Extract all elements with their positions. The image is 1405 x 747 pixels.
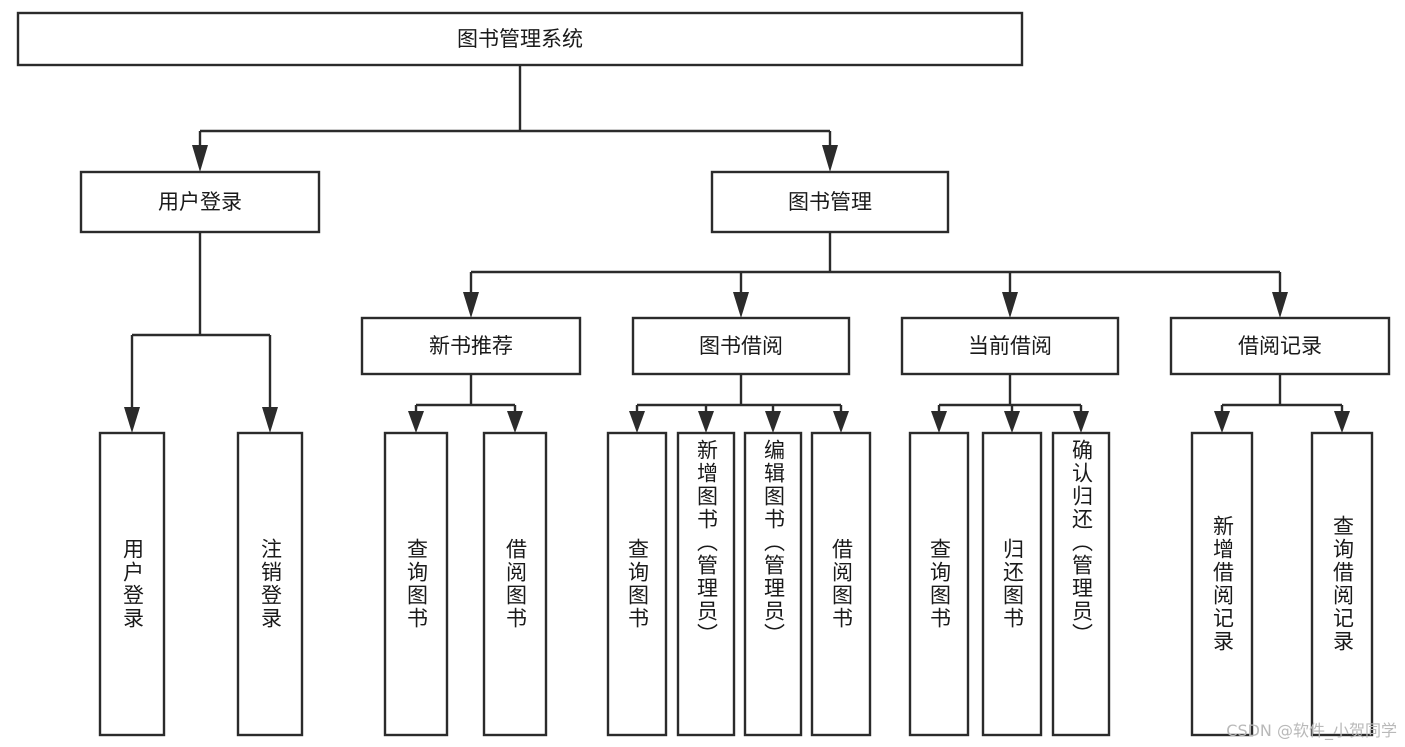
arrow-head-leaf-rec-query xyxy=(408,411,424,433)
leaf-bb-borrow[interactable]: 借阅图书 xyxy=(810,431,872,737)
arrow-head-leaf-rec-borrow xyxy=(507,411,523,433)
leaf-rec-borrow[interactable]: 借阅图书 xyxy=(482,431,548,737)
leaf-cb-query-box[interactable] xyxy=(908,431,970,737)
leaf-br-add[interactable]: 新增借阅记录 xyxy=(1190,431,1254,737)
leaf-rec-borrow-text-wrap: 借阅图书 xyxy=(503,538,528,630)
leaf-user-login[interactable]: 用户登录 xyxy=(98,431,166,737)
node-borrow-record[interactable]: 借阅记录 xyxy=(1169,316,1391,376)
arrow-head-leaf-bb-edit xyxy=(765,411,781,433)
node-current-borrow[interactable]: 当前借阅 xyxy=(900,316,1120,376)
node-book-borrow[interactable]: 图书借阅 xyxy=(631,316,851,376)
leaf-logout-box[interactable] xyxy=(236,431,304,737)
node-book-borrow-box[interactable] xyxy=(631,316,851,376)
leaf-rec-borrow-box[interactable] xyxy=(482,431,548,737)
leaf-bb-query-text-wrap: 查询图书 xyxy=(625,538,650,630)
leaf-bb-borrow-text-wrap: 借阅图书 xyxy=(829,538,854,630)
arrow-head-leaf-bb-query xyxy=(629,411,645,433)
leaf-bb-add-label: 新增图书（管理员） xyxy=(694,439,719,646)
leaf-br-add-box[interactable] xyxy=(1190,431,1254,737)
arrow-head-leaf-bb-add xyxy=(698,411,714,433)
leaf-bb-query[interactable]: 查询图书 xyxy=(606,431,668,737)
node-root-label: 图书管理系统 xyxy=(457,27,583,51)
node-user-login-box[interactable] xyxy=(79,170,321,234)
arrow-head-leaf-cb-return xyxy=(1004,411,1020,433)
leaf-br-query-label: 查询借阅记录 xyxy=(1330,515,1355,653)
arrow-head-new-book-rec xyxy=(463,292,479,318)
leaf-br-query-text-wrap: 查询借阅记录 xyxy=(1330,515,1355,653)
node-book-manage-box[interactable] xyxy=(710,170,950,234)
leaf-br-query-box[interactable] xyxy=(1310,431,1374,737)
leaf-bb-borrow-label: 借阅图书 xyxy=(829,538,854,630)
leaf-bb-edit-box[interactable] xyxy=(743,431,803,737)
arrow-head-user-login xyxy=(192,145,208,172)
node-user-login-label: 用户登录 xyxy=(158,190,242,214)
node-user-login[interactable]: 用户登录 xyxy=(79,170,321,234)
leaf-rec-query-text-wrap: 查询图书 xyxy=(404,538,429,630)
leaf-bb-add[interactable]: 新增图书（管理员） xyxy=(676,431,736,737)
leaf-cb-confirm[interactable]: 确认归还（管理员） xyxy=(1051,431,1111,737)
leaf-bb-edit-label: 编辑图书（管理员） xyxy=(761,439,786,646)
node-current-borrow-box[interactable] xyxy=(900,316,1120,376)
leaf-rec-borrow-label: 借阅图书 xyxy=(503,538,528,630)
leaf-cb-query-label: 查询图书 xyxy=(927,538,952,630)
leaf-bb-borrow-box[interactable] xyxy=(810,431,872,737)
leaf-br-add-label: 新增借阅记录 xyxy=(1210,515,1235,653)
leaf-user-login-text-wrap: 用户登录 xyxy=(120,538,145,630)
leaf-br-query[interactable]: 查询借阅记录 xyxy=(1310,431,1374,737)
node-new-book-rec[interactable]: 新书推荐 xyxy=(360,316,582,376)
arrow-head-leaf-bb-borrow xyxy=(833,411,849,433)
arrow-head-leaf-user-login xyxy=(124,407,140,433)
leaf-bb-query-label: 查询图书 xyxy=(625,538,650,630)
leaf-bb-edit[interactable]: 编辑图书（管理员） xyxy=(743,431,803,737)
leaf-cb-query-text-wrap: 查询图书 xyxy=(927,538,952,630)
leaf-logout[interactable]: 注销登录 xyxy=(236,431,304,737)
node-current-borrow-label: 当前借阅 xyxy=(968,334,1052,358)
node-book-manage[interactable]: 图书管理 xyxy=(710,170,950,234)
leaf-bb-query-box[interactable] xyxy=(606,431,668,737)
leaf-user-login-box[interactable] xyxy=(98,431,166,737)
node-borrow-record-box[interactable] xyxy=(1169,316,1391,376)
leaf-logout-label: 注销登录 xyxy=(258,538,283,630)
leaf-logout-text-wrap: 注销登录 xyxy=(258,538,283,630)
arrow-head-leaf-cb-confirm xyxy=(1073,411,1089,433)
leaf-bb-edit-text-wrap: 编辑图书（管理员） xyxy=(761,439,786,646)
leaf-cb-confirm-text-wrap: 确认归还（管理员） xyxy=(1069,439,1094,646)
leaf-rec-query[interactable]: 查询图书 xyxy=(383,431,449,737)
leaf-cb-return-box[interactable] xyxy=(981,431,1043,737)
connector-layer xyxy=(124,65,1350,433)
node-root-box[interactable] xyxy=(16,11,1024,67)
leaf-cb-return[interactable]: 归还图书 xyxy=(981,431,1043,737)
leaf-rec-query-box[interactable] xyxy=(383,431,449,737)
leaf-cb-return-text-wrap: 归还图书 xyxy=(1000,538,1025,630)
node-borrow-record-label: 借阅记录 xyxy=(1238,334,1322,358)
arrow-head-borrow-record xyxy=(1272,292,1288,318)
node-book-manage-label: 图书管理 xyxy=(788,190,872,214)
leaf-br-add-text-wrap: 新增借阅记录 xyxy=(1210,515,1235,653)
leaf-cb-query[interactable]: 查询图书 xyxy=(908,431,970,737)
arrow-head-book-manage xyxy=(822,145,838,172)
node-new-book-rec-box[interactable] xyxy=(360,316,582,376)
arrow-head-leaf-cb-query xyxy=(931,411,947,433)
leaf-rec-query-label: 查询图书 xyxy=(404,538,429,630)
leaf-bb-add-text-wrap: 新增图书（管理员） xyxy=(694,439,719,646)
arrow-head-leaf-br-query xyxy=(1334,411,1350,433)
arrow-head-book-borrow xyxy=(733,292,749,318)
arrow-head-current-borrow xyxy=(1002,292,1018,318)
node-book-borrow-label: 图书借阅 xyxy=(699,334,783,358)
arrow-head-leaf-br-add xyxy=(1214,411,1230,433)
leaf-bb-add-box[interactable] xyxy=(676,431,736,737)
leaf-user-login-label: 用户登录 xyxy=(120,538,145,630)
node-root[interactable]: 图书管理系统 xyxy=(16,11,1024,67)
leaf-cb-return-label: 归还图书 xyxy=(1000,538,1025,630)
leaf-cb-confirm-label: 确认归还（管理员） xyxy=(1069,439,1094,646)
leaf-cb-confirm-box[interactable] xyxy=(1051,431,1111,737)
node-new-book-rec-label: 新书推荐 xyxy=(429,334,513,358)
arrow-head-leaf-logout xyxy=(262,407,278,433)
